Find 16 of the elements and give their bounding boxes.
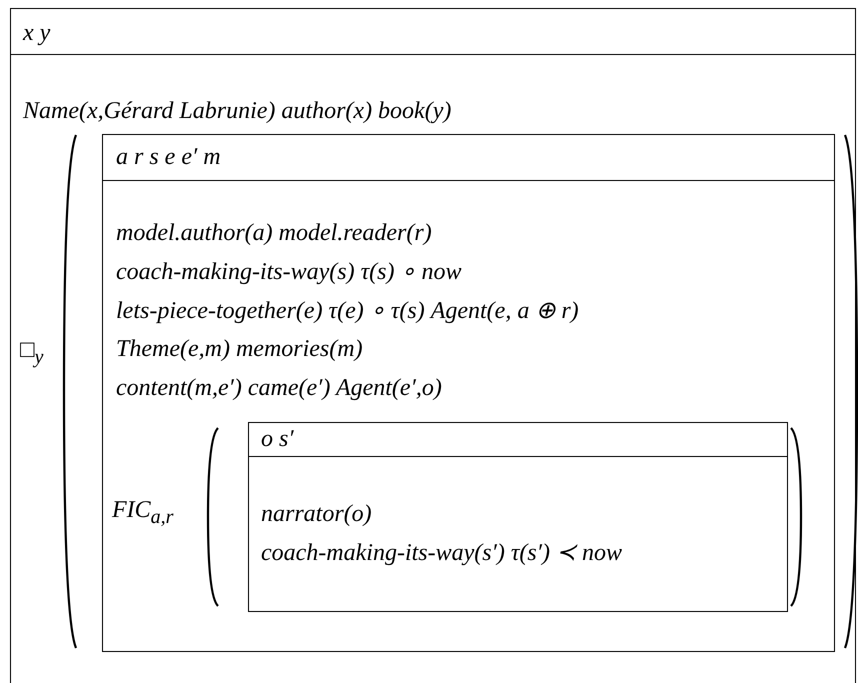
drs-box	[102, 134, 835, 652]
condition-text: narrator(o)	[261, 500, 372, 528]
operator-label: FIC$_{a,r}$	[112, 496, 174, 530]
condition-text: coach-making-its-way(s) τ(s) ∘ now	[116, 258, 462, 286]
referent-list: a r s e e′ m	[116, 143, 221, 171]
drs-box	[10, 8, 856, 683]
condition-text: coach-making-its-way(s′) τ(s′) ≺ now	[261, 539, 622, 567]
condition-text: Theme(e,m) memories(m)	[116, 335, 363, 364]
condition-text: content(m,e′) came(e′) Agent(e′,o)	[116, 374, 442, 402]
referent-list: x y	[23, 19, 50, 47]
condition-text: model.author(a) model.reader(r)	[116, 219, 432, 247]
drs-box	[248, 422, 788, 612]
modal-operator: □$_{y}$	[20, 336, 44, 370]
condition-text: Name(x,Gérard Labrunie) author(x) book(y)	[23, 97, 452, 125]
condition-text: lets-piece-together(e) τ(e) ∘ τ(s) Agent(e, a ⊕ r)	[116, 296, 579, 325]
referent-list: o s′	[261, 425, 294, 453]
